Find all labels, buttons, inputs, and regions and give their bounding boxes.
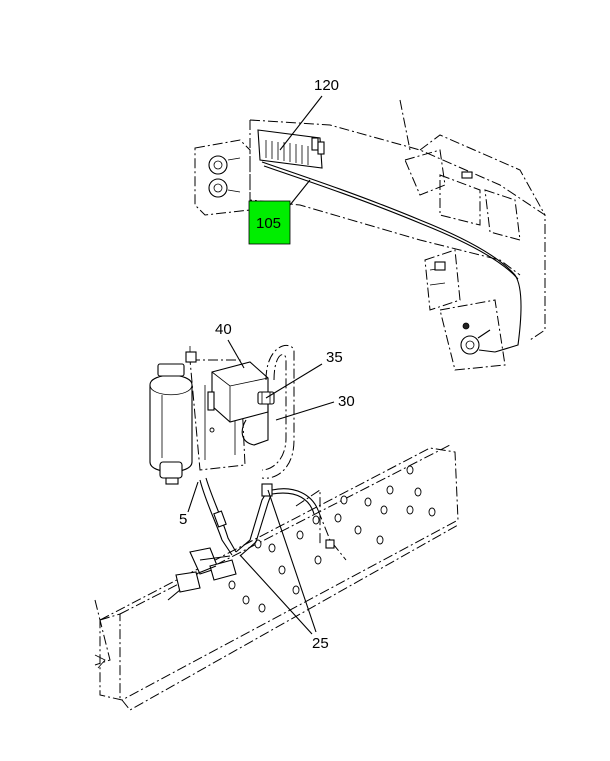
- callout-30: 30: [338, 393, 355, 410]
- wiring-harness: [167, 477, 347, 601]
- leader-lines: [187, 95, 335, 635]
- highlight-box-105[interactable]: 105: [248, 200, 291, 245]
- callout-5: 5: [179, 511, 187, 528]
- callout-35: 35: [326, 349, 343, 366]
- callout-120: 120: [314, 77, 339, 94]
- frame-rail: [94, 444, 459, 711]
- callout-40: 40: [215, 321, 232, 338]
- callout-105: 105: [256, 215, 281, 232]
- dryer-bracket-assembly: [149, 345, 295, 485]
- callout-25: 25: [312, 635, 329, 652]
- dash-panel-assembly: [194, 99, 546, 371]
